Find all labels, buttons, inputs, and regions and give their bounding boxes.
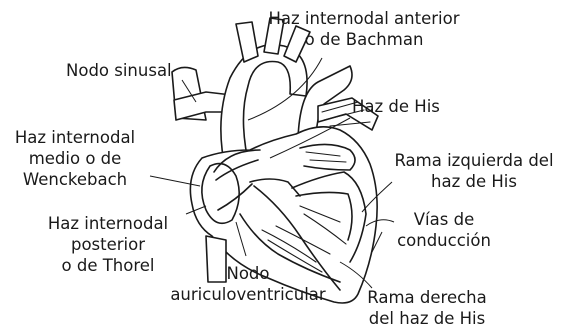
label-bachman-line2: o de Bachman — [258, 29, 470, 50]
label-rama-izquierda-line2: haz de His — [386, 171, 562, 192]
label-vias-line1: Vías de — [384, 209, 504, 230]
label-rama-derecha-line2: del haz de His — [362, 308, 492, 329]
label-wenckebach-line3: Wenckebach — [2, 169, 148, 190]
label-bachman-line1: Haz internodal anterior — [258, 8, 470, 29]
label-sinusal: Nodo sinusal — [66, 60, 172, 81]
label-av-node-line1: Nodo — [158, 263, 338, 284]
label-rama-izquierda-line1: Rama izquierda del — [386, 150, 562, 171]
label-av-node: Nodo auriculoventricular — [158, 263, 338, 305]
brachiocephalic-artery — [236, 22, 258, 62]
label-av-node-line2: auriculoventricular — [158, 284, 338, 305]
label-vias: Vías de conducción — [384, 209, 504, 251]
label-wenckebach-line1: Haz internodal — [2, 127, 148, 148]
label-wenckebach: Haz internodal medio o de Wenckebach — [2, 127, 148, 190]
label-sinusal-line1: Nodo sinusal — [66, 60, 172, 81]
label-thorel-line2: posterior — [34, 234, 182, 255]
label-bachman: Haz internodal anterior o de Bachman — [258, 8, 470, 50]
label-wenckebach-line2: medio o de — [2, 148, 148, 169]
label-rama-derecha-line1: Rama derecha — [362, 287, 492, 308]
label-rama-izquierda: Rama izquierda del haz de His — [386, 150, 562, 192]
label-his: Haz de His — [352, 96, 440, 117]
label-vias-line2: conducción — [384, 230, 504, 251]
label-his-line1: Haz de His — [352, 96, 440, 117]
label-thorel-line1: Haz internodal — [34, 213, 182, 234]
label-rama-derecha: Rama derecha del haz de His — [362, 287, 492, 329]
